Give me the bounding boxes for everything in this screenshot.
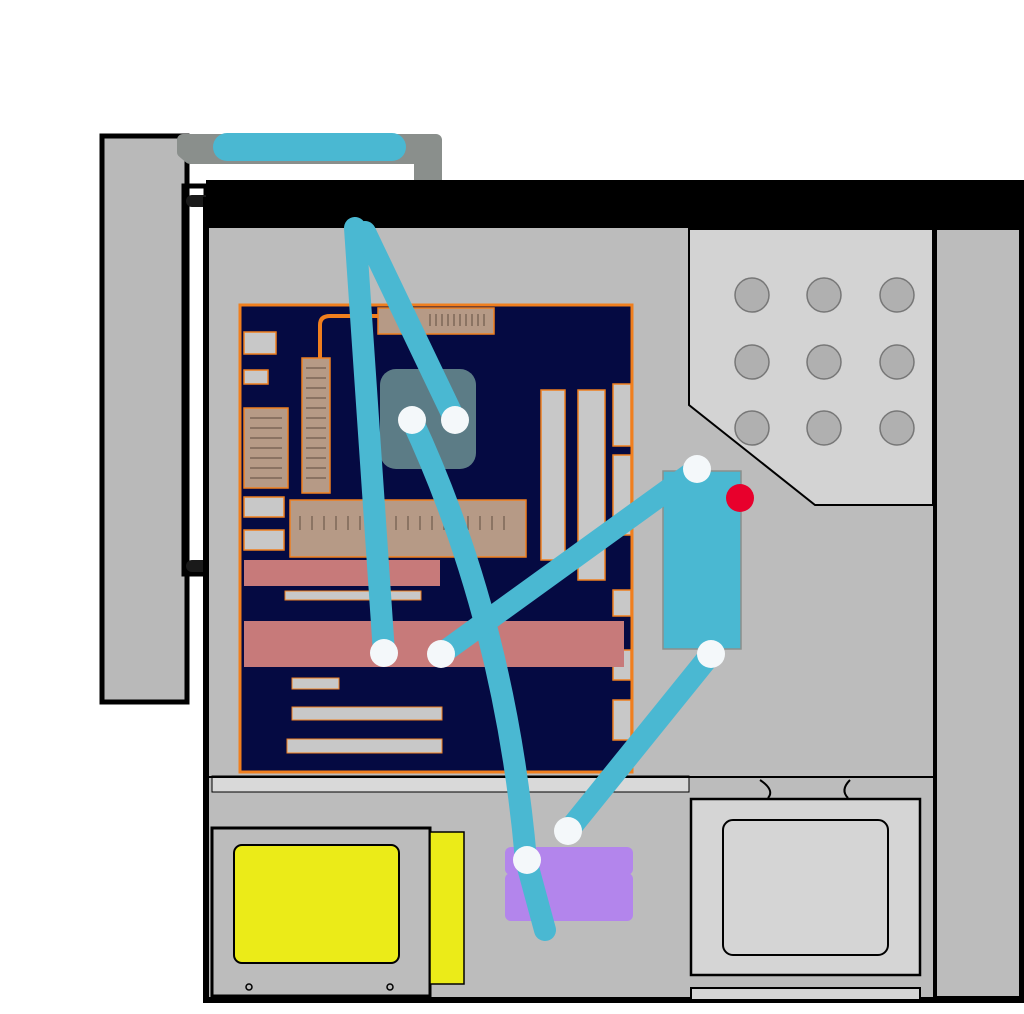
tube-reservoir-to-pump — [557, 643, 722, 842]
radiator — [177, 133, 442, 186]
pci-slot — [286, 738, 443, 754]
psu-clip — [843, 779, 851, 799]
fitting — [427, 640, 455, 668]
fitting — [441, 406, 469, 434]
case-front-bay — [933, 226, 1023, 1000]
power-supply-panel — [722, 819, 889, 956]
fan-hole — [879, 277, 915, 313]
fan-hole-grid — [734, 277, 915, 446]
fitting — [513, 846, 541, 874]
fan-hole — [806, 410, 842, 446]
io-port — [243, 529, 285, 551]
slot-pins — [250, 314, 505, 530]
fill-port-icon — [726, 484, 754, 512]
tube-cpu-to-pump — [401, 409, 556, 941]
psu-clip — [759, 779, 772, 799]
pci-slot — [291, 677, 340, 690]
fitting — [683, 455, 711, 483]
memory-slot-vertical — [540, 389, 566, 561]
fitting — [398, 406, 426, 434]
case-top-bar — [206, 180, 1024, 228]
tube-radiator-to-gpu — [344, 217, 395, 664]
pci-slot — [284, 590, 422, 601]
edge-connector — [612, 383, 632, 447]
fan-hole — [734, 344, 770, 380]
pci-slot — [291, 706, 443, 721]
fan-hole — [879, 410, 915, 446]
tube-radiator-to-cpu — [354, 221, 466, 431]
fitting — [370, 639, 398, 667]
pcie-card — [244, 560, 440, 586]
side-panel-door — [99, 133, 212, 705]
optical-drive-bezel — [429, 831, 465, 985]
fan-hole — [879, 344, 915, 380]
fan-hole — [734, 277, 770, 313]
power-connector — [301, 357, 331, 494]
coolant-tubing — [344, 217, 722, 941]
fan-hole — [806, 277, 842, 313]
reservoir — [662, 470, 754, 650]
fan-hole — [734, 410, 770, 446]
tube-fittings — [370, 406, 725, 874]
drive-cage — [688, 228, 934, 506]
optical-drive-face — [233, 844, 400, 964]
fitting — [554, 817, 582, 845]
drive-screw — [245, 983, 253, 991]
io-port — [243, 369, 269, 385]
tube-gpu-to-reservoir — [430, 458, 708, 665]
io-port — [243, 331, 277, 355]
lower-bay — [208, 775, 935, 1001]
edge-connector — [612, 699, 632, 741]
power-supply-lower — [690, 987, 921, 1001]
side-panel — [99, 133, 190, 705]
drive-screw — [386, 983, 394, 991]
motherboard-trace — [318, 314, 378, 358]
edge-connector — [612, 589, 632, 617]
fitting — [697, 640, 725, 668]
fan-hole — [806, 344, 842, 380]
io-port — [243, 496, 285, 518]
